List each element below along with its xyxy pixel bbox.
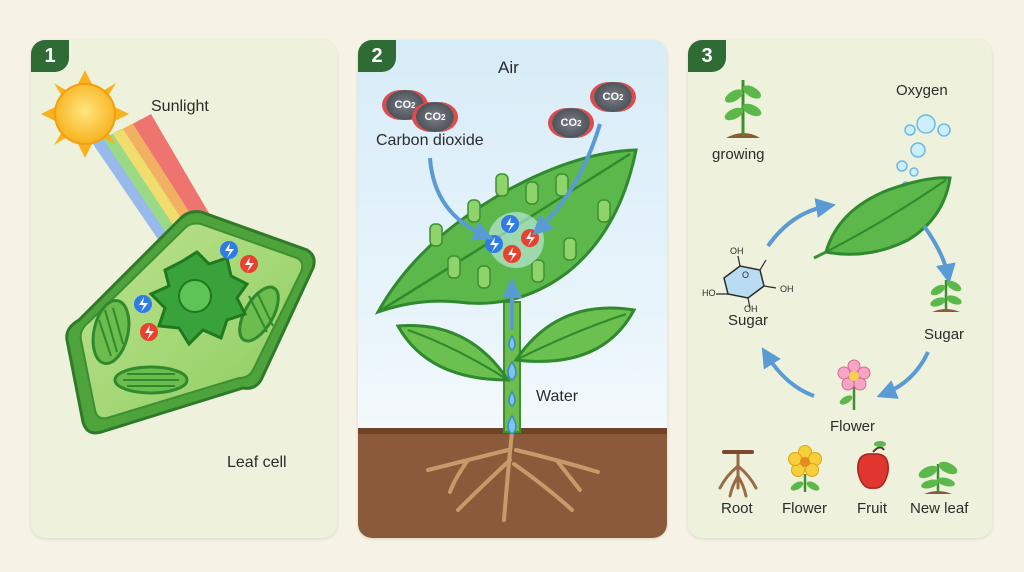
step-badge: 2 [358,40,396,72]
arrow-co2-right [532,123,602,236]
co2-subscript: 2 [441,112,446,122]
sprout-icon [930,280,962,312]
product-label-fruit: Fruit [857,500,887,517]
product-label-flower: Flower [782,500,828,517]
sunlight-label: Sunlight [151,98,209,115]
leaf-cell-label: Leaf cell [227,454,287,471]
product-label-new-leaf: New leaf [910,500,969,517]
energy-bolt-icon [503,245,521,263]
step-badge: 3 [688,40,726,72]
air-label: Air [498,58,519,77]
energy-bolt-icon [220,241,238,259]
flower-icon [788,445,822,492]
co2-subscript: 2 [577,118,582,128]
product-label-root: Root [721,500,753,517]
leaf-icon [813,176,952,260]
oxygen-label: Oxygen [896,82,948,99]
energy-bolt-icon [134,295,152,313]
cycle-arrow [761,347,815,398]
leaf-icon [395,323,511,382]
step-badge: 1 [31,40,69,72]
oh-bottom-label: OH [744,304,758,314]
co2-subscript: 2 [411,100,416,110]
leaf-icon [513,306,637,363]
flower-cycle-label: Flower [830,418,876,435]
energy-bolt-icon [140,323,158,341]
energy-bolt-icon [240,255,258,273]
chloroplast-icon [238,285,280,343]
panel-leaf-cell: 1 Sunlight Leaf cell [31,40,337,538]
energy-bolt-icon [501,215,519,233]
water-label: Water [536,388,579,405]
oxygen-bubbles-icon [896,114,951,191]
seedling-icon [724,80,762,138]
ho-label: HO [702,288,716,298]
arrow-co2-left [428,157,494,241]
panel-plant-growth: 3 growing Oxygen OH O HO OH OH Sugar Sug… [688,40,992,538]
co2-formula: CO [560,117,578,129]
new-leaf-icon [918,461,958,494]
roots-icon [426,430,600,522]
growth-cycle-illustration [716,80,962,498]
energy-bolt-icon [521,229,539,247]
cycle-arrow [922,224,956,284]
cycle-arrow [876,351,930,399]
water-drop-icon [507,334,517,435]
carbon-dioxide-label: Carbon dioxide [376,132,484,149]
root-icon [718,450,758,498]
leaf-cell-icon [65,210,316,435]
co2-formula: CO [424,111,442,123]
fruit-icon [857,441,889,489]
co2-formula: CO [394,99,412,111]
chloroplast-icon [113,365,189,395]
co2-subscript: 2 [619,92,624,102]
flower-icon [837,359,871,410]
glucose-molecule-icon [716,255,777,309]
growing-label: growing [712,146,765,163]
sun-icon [41,70,129,158]
sugar-label-left: Sugar [728,312,769,329]
cycle-arrow [766,198,836,248]
energy-bolt-icon [485,235,503,253]
oh-top-label: OH [730,246,744,256]
plant-illustration [358,123,667,538]
sugar-label-right: Sugar [924,326,965,343]
leaf-cell-illustration [41,70,316,435]
ring-o-label: O [742,270,750,280]
oh-right-label: OH [780,284,794,294]
chloroplast-icon [91,299,131,365]
co2-formula: CO [602,91,620,103]
